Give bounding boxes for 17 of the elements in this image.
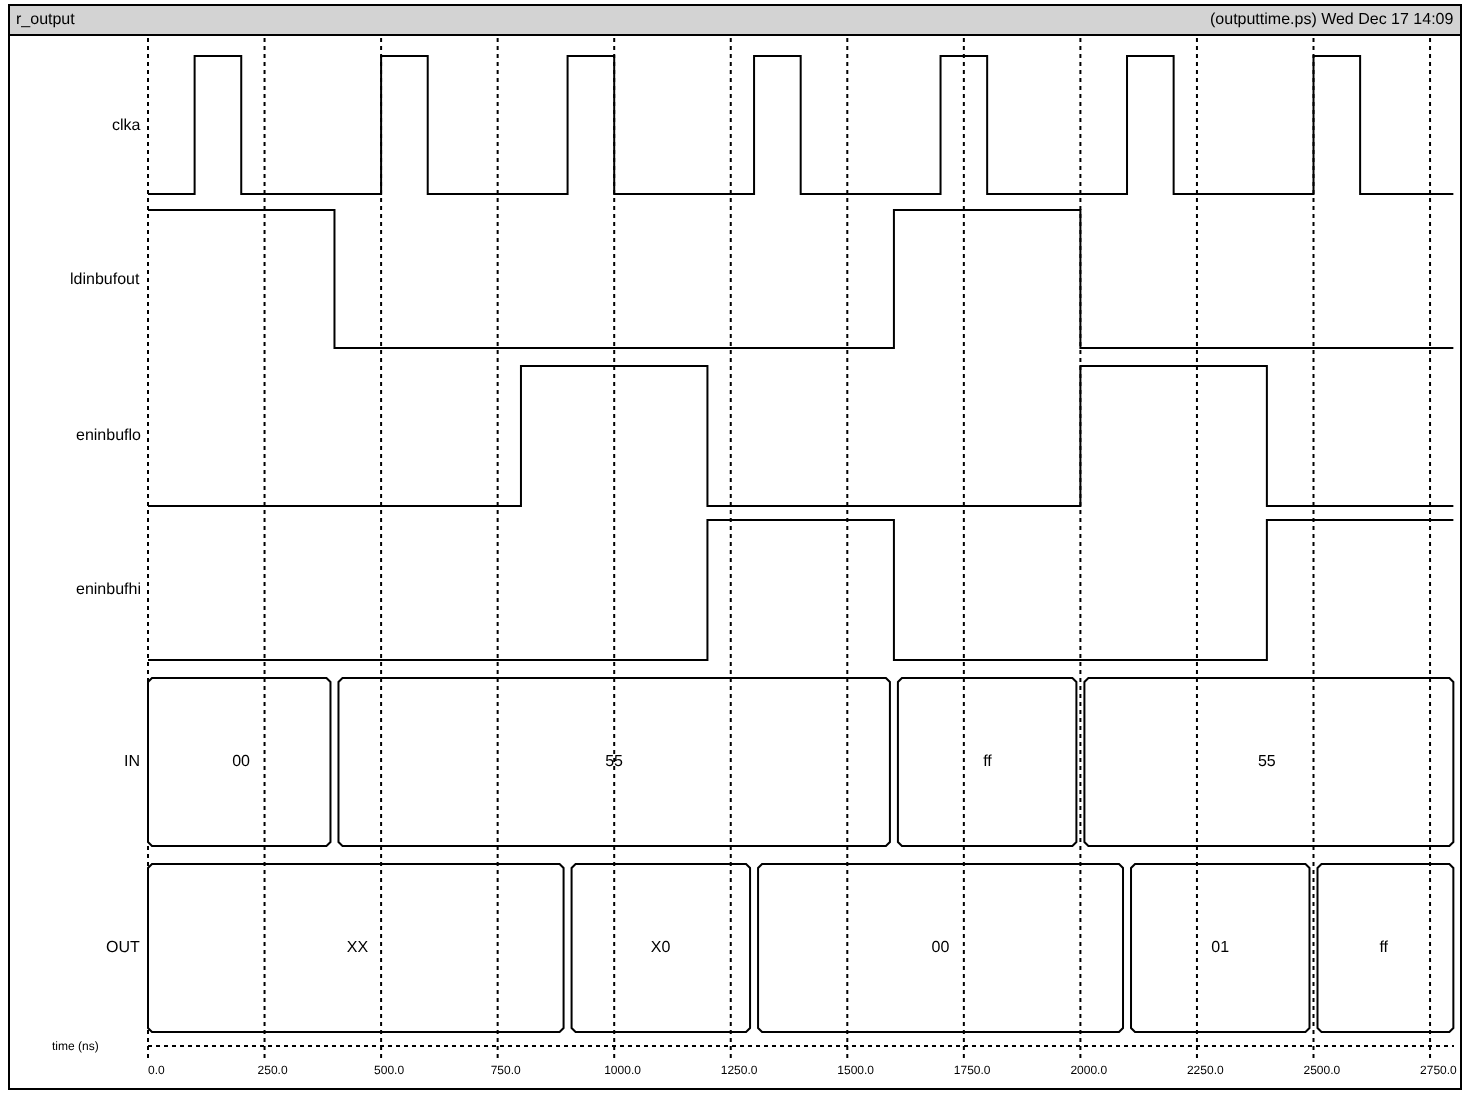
signal-name: eninbufhi (76, 580, 141, 600)
bus-value: 55 (1257, 752, 1276, 772)
signal-name: clka (112, 115, 141, 135)
signal-name: eninbuflo (76, 426, 141, 446)
bus-value: 00 (931, 938, 950, 958)
signal-name: OUT (106, 938, 140, 958)
bus-value: X0 (650, 938, 671, 958)
bus-value: ff (983, 752, 992, 772)
plot-title: r_output (16, 10, 75, 30)
bus-value: ff (1379, 938, 1389, 958)
bus-value: XX (346, 938, 369, 958)
file-info: (outputtime.ps) Wed Dec 17 14:09 (1210, 10, 1454, 30)
signal-name: ldinbufout (70, 269, 140, 289)
bus-value: 01 (1211, 938, 1230, 958)
bus-value: 00 (232, 752, 251, 772)
signal-name: IN (124, 752, 140, 772)
bus-value: 55 (605, 752, 623, 772)
